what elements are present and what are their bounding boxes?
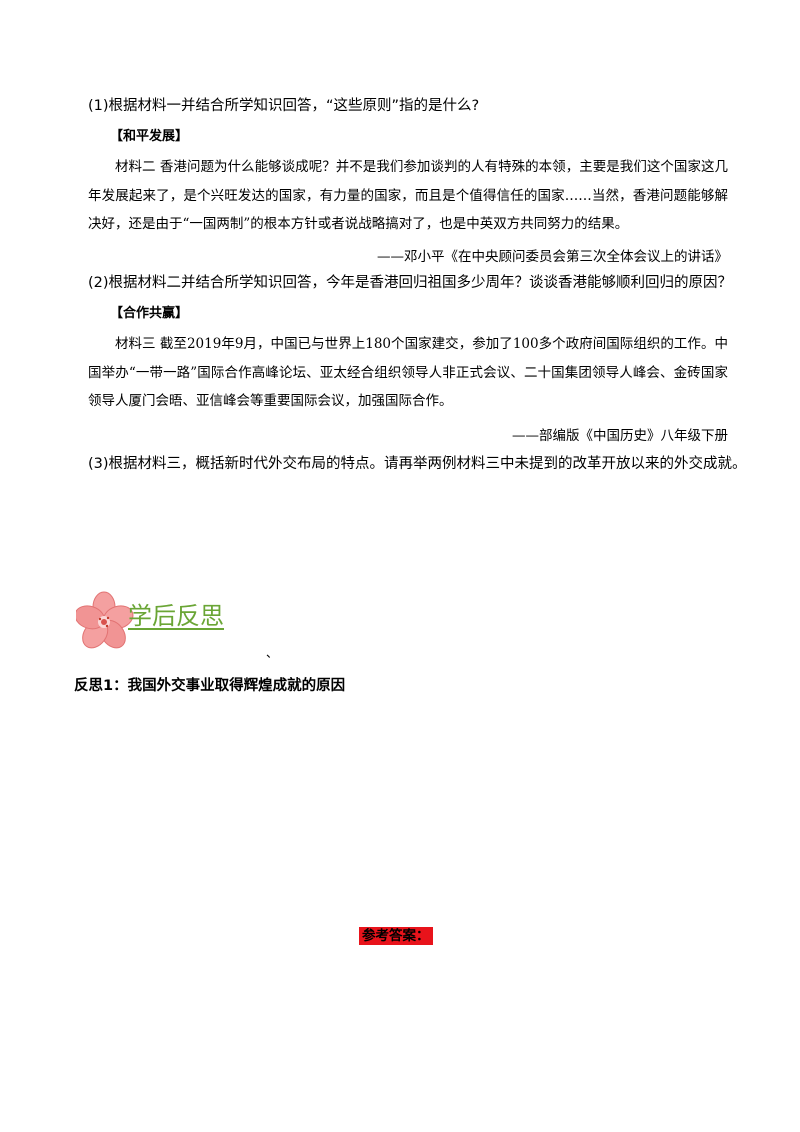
material-3-source: ——部编版《中国历史》八年级下册 — [512, 428, 728, 444]
flower-icon — [76, 591, 134, 649]
reflection-1: 反思1：我国外交事业取得辉煌成就的原因 — [74, 678, 346, 694]
tag-peace-development: 【和平发展】 — [110, 129, 189, 144]
section-header: 学后反思 — [76, 590, 276, 660]
section-title: 学后反思 — [128, 602, 224, 630]
question-3: (3)根据材料三，概括新时代外交布局的特点。请再举两例材料三中未提到的改革开放以… — [88, 456, 747, 472]
material-2: 材料二 香港问题为什么能够谈成呢？并不是我们参加谈判的人有特殊的本领，主要是我们… — [88, 159, 728, 232]
material-2-source: ——邓小平《在中央顾问委员会第三次全体会议上的讲话》 — [377, 249, 728, 265]
question-1: (1)根据材料一并结合所学知识回答，“这些原则”指的是什么? — [88, 98, 480, 114]
tag-cooperation: 【合作共赢】 — [110, 306, 189, 321]
tick-mark: 、 — [266, 646, 279, 660]
answer-label: 参考答案： — [359, 927, 433, 945]
question-2: (2)根据材料二并结合所学知识回答，今年是香港回归祖国多少周年？谈谈香港能够顺利… — [88, 275, 733, 291]
material-3: 材料三 截至2019年9月，中国已与世界上180个国家建交，参加了100多个政府… — [88, 336, 728, 409]
